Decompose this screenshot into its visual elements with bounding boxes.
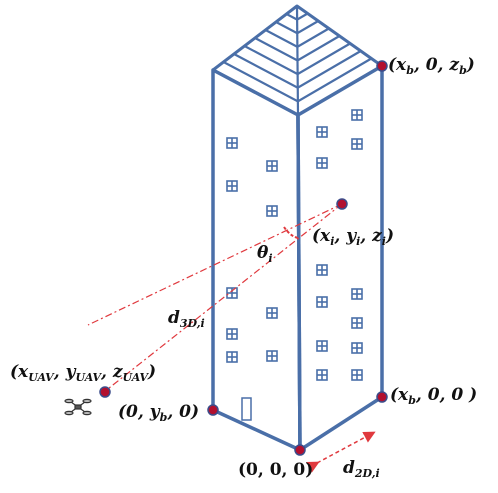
window-icon (316, 340, 328, 352)
label-uav: (xUAV, yUAV, zUAV) (10, 362, 157, 384)
point-top-corner (376, 60, 388, 72)
point-origin (294, 444, 306, 456)
building-body (211, 64, 384, 452)
point-i (336, 198, 348, 210)
window-icon (266, 160, 278, 172)
window-icon (316, 296, 328, 308)
window-icon (351, 342, 363, 354)
los-line-3d (103, 203, 343, 393)
window-icon (351, 317, 363, 329)
label-point-i: (xi, yi, zi) (312, 226, 395, 248)
window-icon (226, 287, 238, 299)
window-icon (316, 126, 328, 138)
label-d3d: d3D,i (168, 308, 205, 330)
window-icon (226, 351, 238, 363)
window-icon (226, 137, 238, 149)
los-reference-line (87, 203, 343, 326)
roof-ridge-lines (212, 5, 383, 116)
quadcopter-drone-icon (64, 398, 92, 416)
window-icon (266, 307, 278, 319)
window-icon (226, 180, 238, 192)
label-left-corner: (0, yb, 0) (118, 402, 200, 424)
point-left-corner (207, 404, 219, 416)
d2d-arrow (306, 431, 376, 473)
label-theta: θi (257, 243, 273, 265)
building-windows (226, 109, 363, 381)
label-right-corner: (xb, 0, 0 ) (390, 385, 478, 407)
building-right-face (296, 64, 384, 452)
point-uav (99, 386, 111, 398)
label-origin: (0, 0, 0) (238, 460, 314, 480)
window-icon (316, 369, 328, 381)
roof-edge (295, 5, 300, 116)
point-right-corner (376, 391, 388, 403)
label-top-corner: (xb, 0, zb) (388, 55, 475, 77)
window-icon (351, 138, 363, 150)
window-icon (266, 350, 278, 362)
window-icon (316, 264, 328, 276)
door-icon (241, 397, 252, 421)
window-icon (226, 328, 238, 340)
window-icon (351, 369, 363, 381)
window-icon (351, 109, 363, 121)
key-points (99, 60, 388, 456)
window-icon (266, 205, 278, 217)
window-icon (351, 288, 363, 300)
building-front-edge (296, 114, 302, 451)
roof-edge (296, 5, 383, 67)
label-d2d: d2D,i (343, 458, 380, 480)
los-lines (87, 203, 343, 393)
window-icon (316, 157, 328, 169)
angle-theta-arc (283, 226, 299, 239)
roof-edge (212, 5, 298, 71)
